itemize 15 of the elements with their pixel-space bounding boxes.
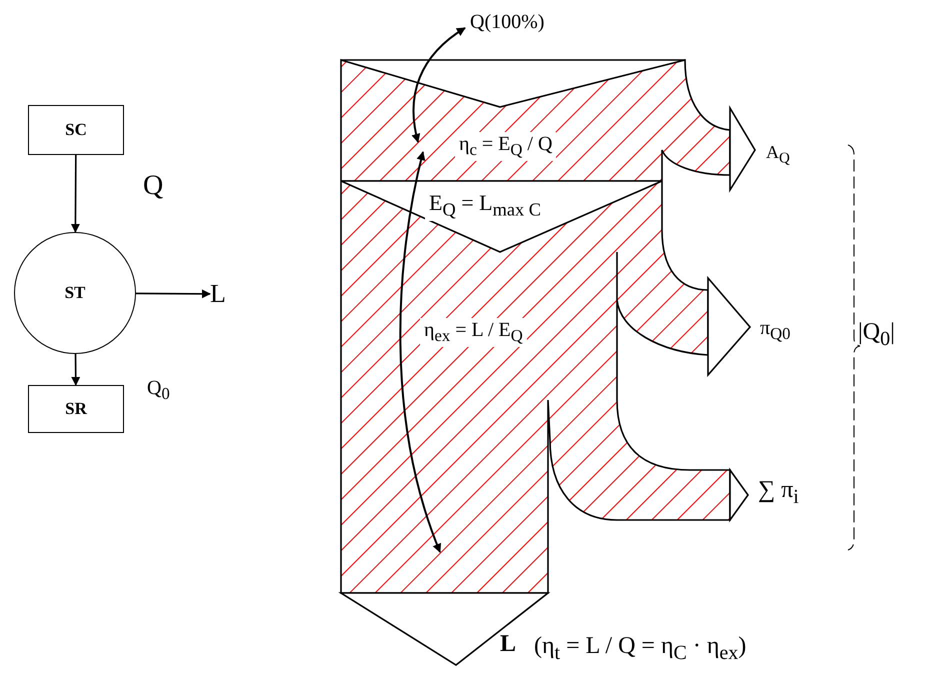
flow-label: Q(100%) [470,12,544,32]
flow-label: |Q$_{0}$| [858,320,895,349]
output-label: L [210,280,234,308]
process-circle: ST [14,232,136,354]
process-box: SC [28,105,124,155]
arrow [71,354,80,386]
arrow [136,289,211,298]
flow-label: A$_{Q}$ [766,143,790,167]
flow-label: π$_{Q0}$ [760,318,790,343]
arrow [70,155,80,233]
formula: η$_{ex}$ = L / E$_{Q}$ [420,318,527,347]
flow-label: ∑ π$_{i}$ [758,478,799,507]
process-box: SR [28,385,124,433]
formula: η$_{c}$ = E$_{Q}$ / Q [455,132,556,161]
flow-label: L [500,632,516,656]
